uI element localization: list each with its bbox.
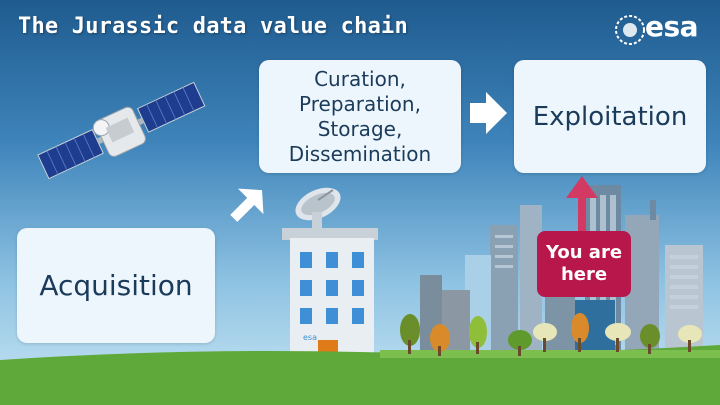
- arrow-right-icon: [470, 92, 507, 134]
- satellite-icon: [37, 81, 206, 180]
- esa-logo-icon: [615, 15, 645, 45]
- arrow-up-right-icon: [230, 188, 264, 222]
- curation-line: Dissemination: [288, 141, 432, 166]
- acquisition-box: Acquisition: [17, 228, 215, 343]
- building-esa-logo: esa: [303, 333, 317, 342]
- trees: [400, 313, 702, 356]
- data-centre-building: esa: [282, 228, 378, 360]
- arrow-up-icon: [566, 176, 598, 235]
- curation-line: Curation,: [314, 66, 406, 91]
- curation-line: Storage,: [317, 116, 403, 141]
- exploitation-box: Exploitation: [514, 60, 706, 173]
- acquisition-label: Acquisition: [39, 269, 193, 302]
- esa-logo-text: esa: [645, 10, 699, 43]
- dish-antenna-icon: [295, 187, 341, 228]
- curation-line: Preparation,: [299, 91, 421, 116]
- grass: [0, 345, 720, 405]
- exploitation-label: Exploitation: [532, 101, 688, 132]
- slide-title: The Jurassic data value chain: [18, 14, 408, 39]
- marker-line: here: [560, 264, 608, 285]
- curation-box: Curation, Preparation, Storage, Dissemin…: [259, 60, 461, 173]
- marker-line: You are: [545, 242, 623, 263]
- you-are-here-marker: You are here: [537, 231, 631, 297]
